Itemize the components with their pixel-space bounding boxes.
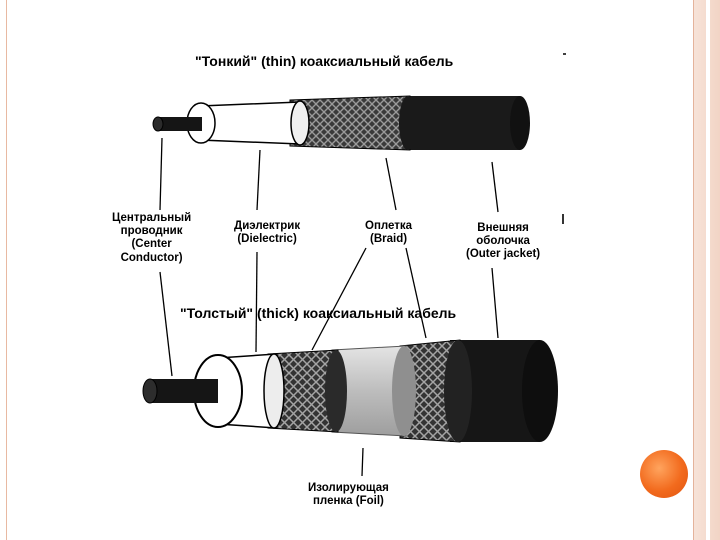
leader-lines <box>159 137 499 477</box>
thin-jacket <box>400 96 526 150</box>
thick-conductor-tip <box>142 378 158 404</box>
coax-cable-diagram: "Тонкий" (thin) коаксиальный кабель "Тол… <box>100 40 570 520</box>
leader-jacket-thick <box>491 267 499 339</box>
outer-jacket-label: Внешняя оболочка (Outer jacket) <box>466 222 541 261</box>
thin-dielectric-edge <box>290 100 310 146</box>
thick-cable <box>142 339 558 443</box>
foil-label: Изолирующая пленка (Foil) <box>308 482 389 508</box>
band-stripe <box>706 0 710 540</box>
thin-jacket-end <box>510 96 530 150</box>
thick-dielectric-edge <box>263 353 285 429</box>
decorative-orange-circle <box>640 450 688 498</box>
leader-braid-thin <box>385 157 397 211</box>
dielectric-label: Диэлектрик (Dielectric) <box>234 220 301 246</box>
thick-jacket-end <box>522 340 558 442</box>
leader-jacket-thin <box>491 161 499 213</box>
slide-decorative-band <box>693 0 720 540</box>
center-conductor-label: Центральный проводник (Center Conductor) <box>112 212 192 264</box>
thin-cable <box>152 95 530 151</box>
leader-dielectric-thick <box>255 251 258 353</box>
leader-dielectric-thin <box>256 149 261 211</box>
thin-conductor-tip <box>152 116 164 132</box>
cable-illustration <box>142 53 566 477</box>
leader-braid-outer <box>405 247 427 339</box>
thin-braid-edge <box>399 96 417 150</box>
braid-label: Оплетка (Braid) <box>365 220 413 246</box>
leader-foil <box>361 447 364 477</box>
leader-braid-inner <box>311 247 367 351</box>
thick-foil-edge <box>392 346 416 436</box>
leader-conductor-thick <box>159 271 173 377</box>
thick-cable-title: "Толстый" (thick) коаксиальный кабель <box>180 305 457 321</box>
thick-outer-braid-edge <box>444 340 472 442</box>
thick-inner-braid-edge <box>325 350 347 432</box>
thick-conductor <box>150 379 218 403</box>
thin-conductor <box>158 117 202 131</box>
leader-conductor-thin <box>159 137 163 211</box>
thin-cable-title: "Тонкий" (thin) коаксиальный кабель <box>195 53 454 69</box>
